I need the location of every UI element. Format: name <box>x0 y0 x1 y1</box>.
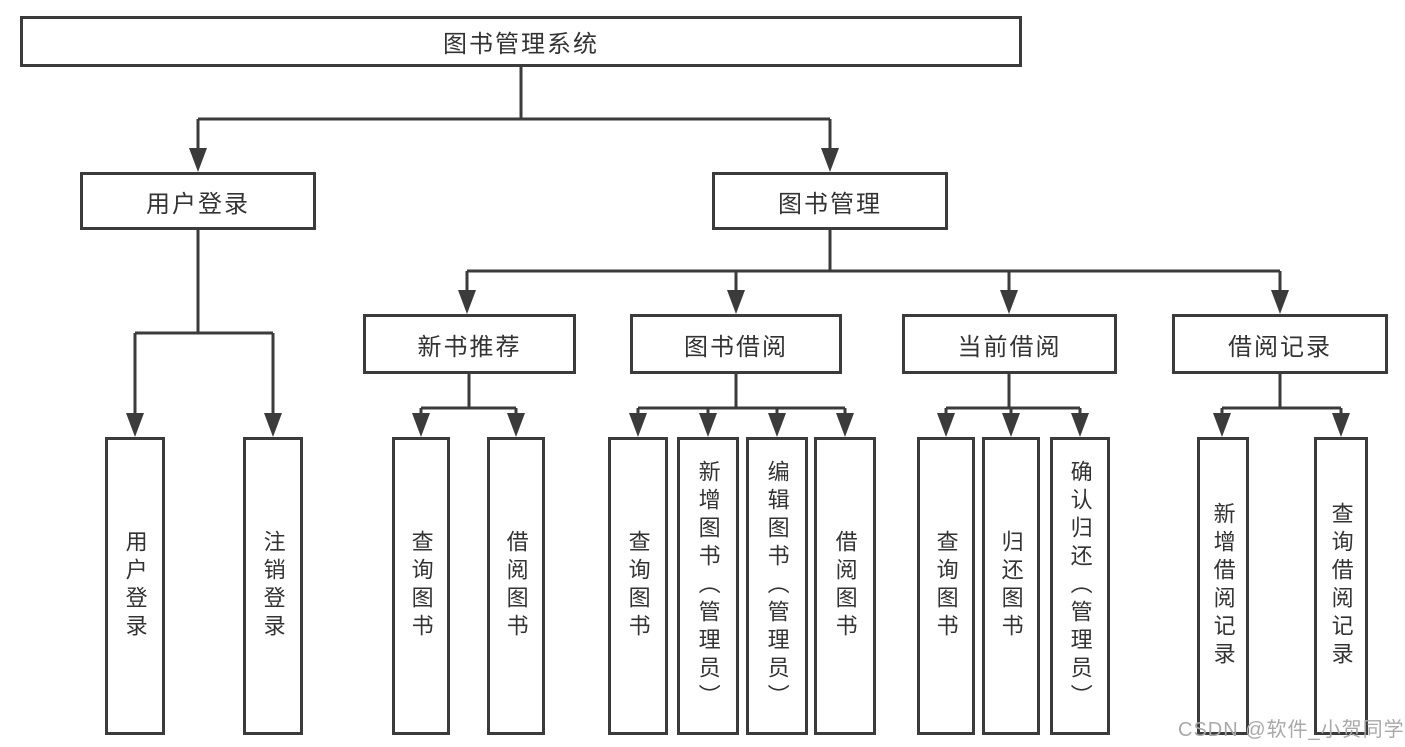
leaf-query-borrow-record: 查询借阅记录 <box>1314 437 1368 735</box>
node-label: 借阅记录 <box>1228 333 1332 361</box>
node-book-borrowing: 图书借阅 <box>630 314 842 374</box>
node-label: 新书推荐 <box>417 333 522 361</box>
leaf-query-books-newbooks: 查询图书 <box>392 437 450 735</box>
leaf-add-books-admin: 新增图书（管理员） <box>677 437 739 735</box>
leaf-return-books: 归还图书 <box>982 437 1040 735</box>
leaf-borrow-books: 借阅图书 <box>814 437 876 735</box>
leaf-confirm-return-admin: 确认归还（管理员） <box>1050 437 1110 735</box>
leaf-add-borrow-record: 新增借阅记录 <box>1197 437 1249 735</box>
leaf-borrow-books-newbooks: 借阅图书 <box>487 437 545 735</box>
node-label: 查询借阅记录 <box>1328 502 1354 670</box>
node-label: 借阅图书 <box>503 530 529 642</box>
node-label: 注销登录 <box>260 530 286 642</box>
node-label: 查询图书 <box>933 530 959 642</box>
node-user-login: 用户登录 <box>80 172 316 230</box>
leaf-query-books-borrowing: 查询图书 <box>608 437 668 735</box>
connector-records-to-leaves <box>1220 374 1343 417</box>
node-borrowing-records: 借阅记录 <box>1172 314 1388 374</box>
leaf-logout: 注销登录 <box>243 437 303 735</box>
node-label: 编辑图书（管理员） <box>764 460 790 712</box>
connector-newbooks-to-leaves <box>419 374 518 417</box>
connector-userlogin-to-leaves <box>133 230 275 417</box>
node-book-management: 图书管理 <box>712 172 948 230</box>
node-label: 用户登录 <box>146 190 250 218</box>
node-label: 当前借阅 <box>957 333 1062 361</box>
node-current-borrowing: 当前借阅 <box>902 314 1117 374</box>
node-new-book-recommendation: 新书推荐 <box>363 314 576 374</box>
connector-bookborrow-to-leaves <box>636 374 847 417</box>
node-label: 归还图书 <box>998 530 1024 642</box>
node-label: 查询图书 <box>625 530 651 642</box>
leaf-edit-books-admin: 编辑图书（管理员） <box>746 437 808 735</box>
connector-currentborrow-to-leaves <box>944 374 1082 417</box>
node-label: 新增借阅记录 <box>1210 502 1236 670</box>
leaf-query-books-current: 查询图书 <box>917 437 975 735</box>
node-label: 用户登录 <box>122 530 148 642</box>
node-label: 借阅图书 <box>832 530 858 642</box>
node-library-management-system: 图书管理系统 <box>20 16 1022 67</box>
node-label: 新增图书（管理员） <box>695 460 721 712</box>
node-label: 图书借阅 <box>684 333 788 361</box>
connector-root-to-level2 <box>196 67 832 152</box>
node-label: 图书管理系统 <box>443 31 599 58</box>
node-label: 确认归还（管理员） <box>1067 460 1093 712</box>
csdn-watermark: CSDN @软件_小贺同学 <box>1178 719 1405 741</box>
leaf-user-login: 用户登录 <box>105 437 165 735</box>
node-label: 图书管理 <box>778 190 882 218</box>
connector-bookmgmt-to-level3 <box>465 230 1282 294</box>
node-label: 查询图书 <box>408 530 434 642</box>
